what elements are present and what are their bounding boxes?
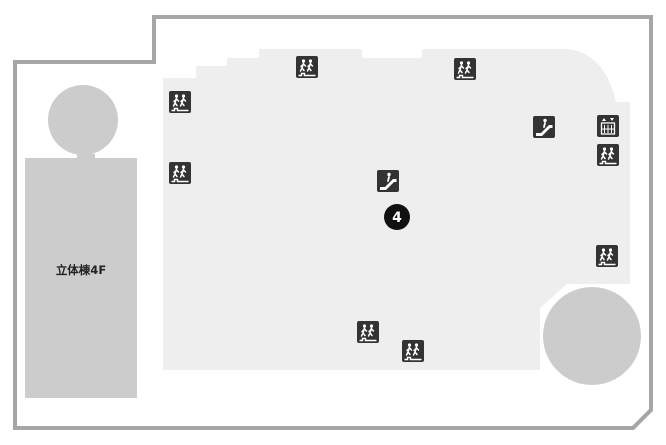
floor-number-marker: 4	[384, 204, 410, 230]
stairs-icon[interactable]	[453, 57, 477, 81]
stairs-icon[interactable]	[168, 161, 192, 185]
parking-round-tower	[48, 85, 118, 155]
stairs-icon[interactable]	[401, 339, 425, 363]
stairs-icon[interactable]	[295, 55, 319, 79]
escalator-icon[interactable]	[376, 169, 400, 193]
floor-number: 4	[392, 210, 402, 226]
stairs-icon[interactable]	[596, 143, 620, 167]
stairs-icon[interactable]	[356, 320, 380, 344]
escalator-icon[interactable]	[532, 115, 556, 139]
parking-building[interactable]: 立体棟4F	[25, 85, 137, 398]
round-feature	[543, 287, 641, 385]
parking-label: 立体棟4F	[56, 263, 106, 277]
stairs-icon[interactable]	[168, 90, 192, 114]
stairs-icon[interactable]	[595, 244, 619, 268]
parking-block	[25, 154, 137, 398]
elevator-icon[interactable]	[596, 114, 620, 138]
